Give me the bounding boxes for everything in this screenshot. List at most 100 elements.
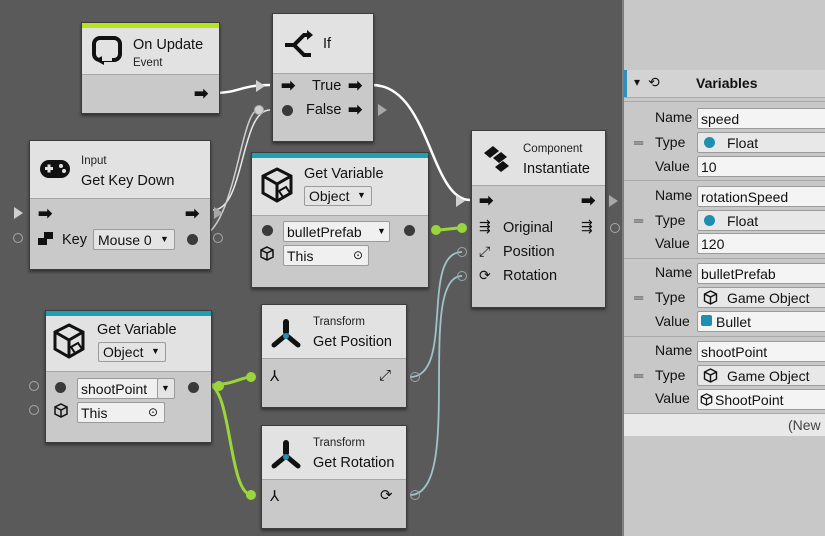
variable-name-value: bulletPrefab (701, 266, 776, 282)
chevron-down-icon: ▼ (161, 383, 170, 393)
variable-kind-dropdown[interactable]: Object ▼ (304, 186, 372, 206)
panel-menu-icon[interactable]: ▾ (634, 75, 641, 89)
variable-value-field[interactable]: 120 (697, 233, 825, 254)
condition-input-port[interactable] (282, 105, 293, 116)
flow-output-arrow[interactable]: ➡ (185, 204, 200, 223)
true-output-label: True (312, 78, 342, 94)
chevron-down-icon: ▼ (357, 190, 366, 200)
new-variable-row[interactable]: (New (624, 414, 825, 436)
target-input-socket[interactable] (29, 405, 39, 415)
name-input-socket[interactable] (29, 381, 39, 391)
node-title: Get Rotation (313, 455, 395, 471)
variable-value-field[interactable]: 10 (697, 156, 825, 177)
value-output-port[interactable] (188, 382, 199, 393)
variable-name-field[interactable]: shootPoint (77, 378, 175, 399)
flow-input-arrow[interactable]: ➡ (38, 204, 53, 223)
drag-handle[interactable]: ═ (634, 213, 644, 228)
variable-type-dropdown[interactable]: Game Object (697, 365, 825, 386)
flow-input-arrow[interactable]: ➡ (281, 76, 296, 95)
flow-output-port[interactable] (214, 207, 223, 219)
flow-output-port[interactable] (609, 195, 618, 207)
variable-name-field[interactable]: speed (697, 108, 825, 129)
variable-name-field[interactable]: bulletPrefab (697, 263, 825, 284)
false-output-arrow[interactable]: ➡ (348, 100, 363, 119)
bool-output-socket[interactable] (213, 233, 223, 243)
variable-type-dropdown[interactable]: Float (697, 210, 825, 231)
key-input-port[interactable] (13, 233, 23, 243)
rotation-output-socket[interactable] (410, 490, 420, 500)
type-label: Type (655, 212, 686, 228)
variable-name-field[interactable]: shootPoint (697, 341, 825, 362)
chevron-down-icon: ▼ (160, 234, 169, 244)
variable-type-value: Game Object (727, 290, 810, 306)
bool-output-port[interactable] (187, 234, 198, 245)
false-output-port[interactable] (378, 104, 387, 116)
name-input-port[interactable] (262, 225, 273, 236)
get-key-down-node[interactable]: Input Get Key Down ➡ ➡ Key Mouse 0 ▼ (29, 140, 211, 270)
transform-input-socket[interactable] (246, 372, 256, 382)
get-position-node[interactable]: Transform Get Position ⅄ ⤢ (261, 304, 407, 408)
value-output-port[interactable] (404, 225, 415, 236)
variable-value-field[interactable]: ShootPoint (697, 389, 825, 410)
clone-output-socket[interactable] (610, 223, 620, 233)
key-dropdown[interactable]: Mouse 0 ▼ (93, 229, 175, 250)
if-flow-input-port[interactable] (256, 80, 265, 92)
get-variable-node-shootpoint[interactable]: Get Variable Object ▼ shootPoint ▼ This … (45, 310, 212, 443)
target-value: This (287, 248, 314, 264)
rotation-label: Rotation (503, 268, 558, 284)
object-output-socket[interactable] (214, 381, 224, 391)
transform-input-socket[interactable] (246, 490, 256, 500)
variables-panel[interactable]: ▾ ⟲ Variables Name speed ═ Type Float Va… (622, 0, 825, 536)
node-title: If (323, 36, 332, 52)
flow-input-arrow[interactable]: ➡ (479, 191, 494, 210)
flow-input-port[interactable] (14, 207, 23, 219)
variable-type-value: Game Object (727, 368, 810, 384)
instantiate-node[interactable]: Component Instantiate ➡ ➡ ⇶ Original ⇶ ⤢… (471, 130, 606, 308)
variable-type-dropdown[interactable]: Float (697, 132, 825, 153)
graph-canvas[interactable]: On Update Event ➡ If ➡ True ➡ False ➡ In… (0, 0, 622, 536)
flow-input-port[interactable] (456, 195, 465, 207)
node-title: Get Key Down (81, 173, 175, 189)
position-output-socket[interactable] (410, 372, 420, 382)
variable-name-value: shootPoint (81, 381, 148, 397)
variable-type-value: Float (727, 213, 759, 229)
drag-handle[interactable]: ═ (634, 368, 644, 383)
variable-name-field[interactable]: bulletPrefab ▼ (283, 221, 390, 242)
get-rotation-node[interactable]: Transform Get Rotation ⅄ ⟳ (261, 425, 407, 529)
flow-output-arrow[interactable]: ➡ (194, 84, 209, 103)
variable-value-field[interactable]: Bullet (697, 311, 825, 332)
variable-kind-dropdown[interactable]: Object ▼ (98, 342, 166, 362)
drag-handle[interactable]: ═ (634, 290, 644, 305)
rotation-input-socket[interactable] (457, 271, 467, 281)
variable-value: Bullet (716, 314, 752, 330)
variable-kind-value: Object (309, 188, 350, 204)
condition-input-socket[interactable] (254, 105, 264, 115)
variable-value: 120 (701, 236, 725, 252)
on-update-node[interactable]: On Update Event ➡ (81, 22, 220, 114)
get-variable-node-prefab[interactable]: Get Variable Object ▼ bulletPrefab ▼ Thi… (251, 152, 429, 288)
if-node[interactable]: If ➡ True ➡ False ➡ (272, 13, 374, 142)
position-input-socket[interactable] (457, 247, 467, 257)
divider (624, 336, 825, 337)
type-label: Type (655, 367, 686, 383)
drag-handle[interactable]: ═ (634, 135, 644, 150)
flow-output-arrow[interactable]: ➡ (581, 191, 596, 210)
value-label: Value (655, 313, 690, 329)
target-field[interactable]: This ⊙ (77, 402, 165, 423)
object-output-socket[interactable] (431, 225, 441, 235)
name-input-port[interactable] (55, 382, 66, 393)
variable-name-field[interactable]: rotationSpeed (697, 186, 825, 207)
target-field[interactable]: This ⊙ (283, 245, 369, 266)
original-input-socket[interactable] (457, 223, 467, 233)
variable-type-dropdown[interactable]: Game Object (697, 287, 825, 308)
target-picker-icon[interactable]: ⊙ (353, 248, 364, 262)
variable-name-dropdown[interactable]: ▼ (157, 378, 175, 399)
variable-value: 10 (701, 159, 717, 175)
cube-icon (703, 368, 718, 383)
target-picker-icon[interactable]: ⊙ (148, 405, 159, 419)
key-dropdown-value: Mouse 0 (98, 232, 152, 248)
panel-title: Variables (696, 75, 758, 91)
node-title: Get Variable (97, 322, 177, 338)
new-variable-button[interactable]: (New (788, 417, 821, 433)
true-output-arrow[interactable]: ➡ (348, 76, 363, 95)
